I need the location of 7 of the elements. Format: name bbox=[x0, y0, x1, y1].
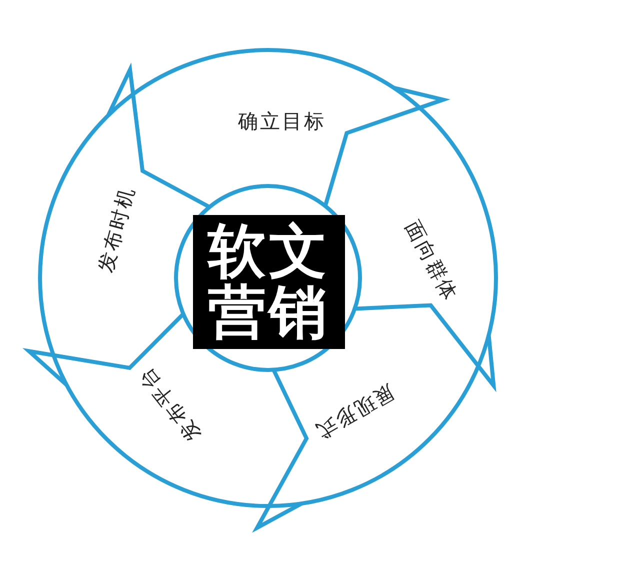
title-block bbox=[193, 215, 345, 349]
segment-label: 展现形式 bbox=[310, 378, 400, 447]
segment-label: 确立目标 bbox=[238, 108, 326, 135]
center-title: 软文营销 bbox=[208, 221, 330, 343]
segment-label: 发布平台 bbox=[132, 361, 208, 448]
segment-label: 发布时机 bbox=[92, 182, 140, 275]
segment-label: 面向群体 bbox=[400, 215, 464, 307]
